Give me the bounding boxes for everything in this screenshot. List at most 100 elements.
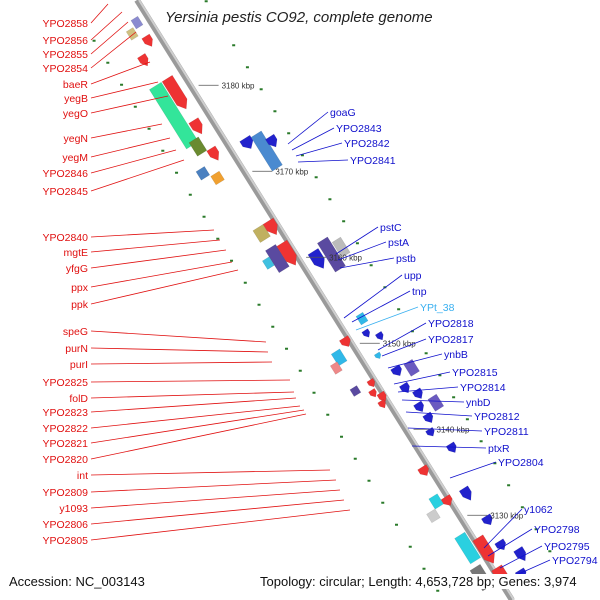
gene-label-connector [90,239,221,253]
minus-strand-gene [428,493,444,510]
gene-label-right: YPt_38 [420,302,455,314]
minus-strand-gene [195,166,211,181]
guide-tick [287,132,291,135]
minus-strand-gene [141,33,153,47]
guide-tick [314,176,318,179]
guide-tick [273,110,277,113]
minus-strand-gene [261,256,275,270]
gene-label-connector [90,269,239,305]
gene-label-connector [297,159,349,163]
guide-tick [245,66,249,69]
gene-label-left: mgtE [63,247,88,259]
plus-strand-gene [445,441,457,453]
gene-label-left: YPO2854 [42,63,88,75]
guide-tick [232,44,236,47]
gene-label-left: YPO2825 [42,377,88,389]
gene-label-connector [90,11,123,41]
plus-strand-gene [265,133,278,148]
guide-tick [312,391,316,394]
scale-tick-label: 3160 kbp [329,253,362,262]
guide-tick [353,457,357,460]
plus-strand-gene [361,328,371,338]
minus-strand-gene [366,377,376,388]
gene-label-connector [405,411,473,417]
plus-strand-gene [239,134,254,149]
minus-strand-gene [349,385,362,397]
accession-label: Accession: NC_003143 [9,574,145,589]
gene-label-right: ynbD [466,397,491,409]
gene-label-left: int [77,470,88,482]
guide-tick [133,105,137,108]
genome-axis-highlight [138,0,515,600]
minus-strand-gene [368,388,377,398]
gene-label-connector [337,241,387,261]
gene-label-connector [397,386,459,393]
guide-tick [493,462,497,465]
gene-label-connector [90,61,151,85]
gene-label-left: y1093 [59,503,88,515]
gene-label-connector [381,338,427,357]
minus-strand-gene [161,74,188,110]
guide-tick [367,479,371,482]
gene-label-right: pstC [380,222,402,234]
plus-strand-gene [481,513,493,526]
gene-label-connector [499,545,543,569]
gene-label-connector [90,21,129,55]
minus-strand-gene [206,145,220,161]
guide-tick [259,88,263,91]
guide-tick [298,369,302,372]
gene-label-connector [90,361,273,365]
gene-label-right: YPO2814 [460,382,506,394]
minus-strand-gene [130,15,144,30]
gene-label-connector [90,137,171,158]
minus-strand-gene [188,136,208,157]
gene-label-left: purN [65,343,88,355]
gene-label-left: yegO [63,108,88,120]
plus-strand-gene [422,411,434,424]
guide-tick [230,259,234,262]
gene-label-connector [90,330,267,343]
gene-label-connector [90,31,137,69]
gene-label-right: y1062 [524,504,553,516]
gene-label-left: ppx [71,282,89,294]
gene-label-left: YPO2823 [42,407,88,419]
plus-strand-gene [398,381,410,394]
guide-tick [381,501,385,504]
gene-label-right: YPO2817 [428,334,474,346]
gene-label-right: ynbB [444,349,468,361]
guide-tick [465,418,469,421]
gene-label-connector [513,559,551,577]
gene-label-connector [90,149,177,174]
gene-label-connector [295,142,343,157]
plus-strand-gene [374,330,384,341]
gene-label-right: YPO2815 [452,367,498,379]
guide-tick [548,550,552,553]
guide-tick [507,484,511,487]
scale-tick-label: 3180 kbp [222,81,255,90]
gene-label-connector [90,469,331,476]
guide-tick [161,149,165,152]
gene-label-left: baeR [63,79,89,91]
minus-strand-gene [338,335,351,347]
gene-label-connector [90,81,159,99]
plus-strand-gene [513,546,527,562]
plus-strand-gene [331,236,351,259]
gene-label-connector [90,499,345,525]
plus-strand-gene [307,247,325,269]
genome-title: Yersinia pestis CO92, complete genome [165,9,433,26]
guide-tick [534,528,538,531]
gene-label-left: yfgG [66,263,88,275]
guide-tick [355,242,359,245]
gene-label-connector [90,405,301,429]
gene-label-left: speG [63,326,88,338]
minus-strand-gene [454,531,482,565]
guide-tick [394,523,398,526]
plus-strand-gene [316,236,346,273]
minus-strand-gene [330,348,348,367]
gene-label-right: pstA [388,237,409,249]
gene-label-right: YPO2811 [484,426,529,438]
gene-label-connector [90,347,269,353]
minus-strand-gene [426,508,441,524]
minus-strand-gene [440,494,453,506]
